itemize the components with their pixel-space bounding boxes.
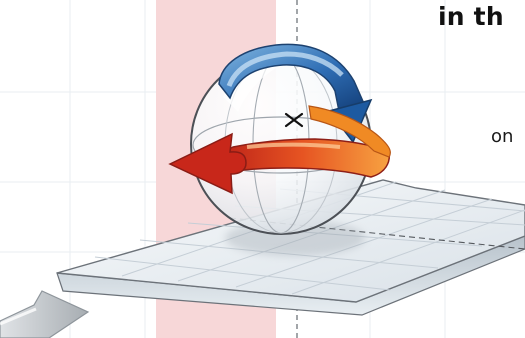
heading-text-fragment: in th	[438, 2, 504, 31]
red-arrow-head	[168, 132, 247, 195]
red-rotation-arrow-icon	[168, 105, 391, 195]
gray-direction-arrow-icon	[0, 290, 90, 338]
sphere-highlight	[223, 58, 292, 112]
red-arrow-shine	[246, 142, 341, 149]
orange-arrow-segment	[308, 105, 391, 158]
side-text-fragment: on	[491, 126, 514, 147]
center-cross-icon	[284, 112, 304, 128]
blue-arrow-shine	[226, 51, 344, 88]
